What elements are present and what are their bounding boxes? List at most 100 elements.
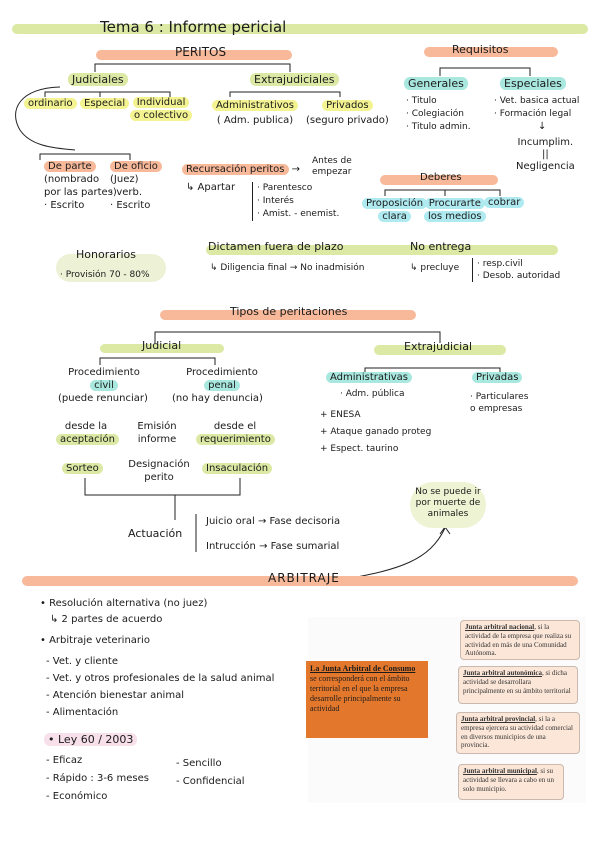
dictamen-highlight <box>206 245 558 255</box>
recusacion-item: · Amist. - enemist. <box>257 209 340 219</box>
diligencia-item: ↳ Diligencia final → No inadmisión <box>210 263 365 273</box>
antes-note: Antes de <box>312 156 352 166</box>
ley-item: - Sencillo <box>176 758 222 769</box>
no-se-puede-line: animales <box>427 509 469 519</box>
junta-autonomica-text: , si dicha actividad se desarrollara pri… <box>463 669 571 695</box>
judicial-label: Judicial <box>142 339 182 352</box>
escrito-item-1: · Escrito <box>44 200 85 211</box>
extrajudicial-highlight <box>374 345 506 355</box>
ley-item: - Confidencial <box>176 776 245 787</box>
generales-label: Generales <box>404 77 468 90</box>
arbitraje-vet-item: • Arbitraje veterinario <box>40 635 150 646</box>
junta-municipal-text: , si su actividad se llevara a cabo en u… <box>463 767 554 793</box>
title-highlight <box>12 24 588 34</box>
recusacion-item: · Interés <box>257 196 294 206</box>
designacion-label: Designación <box>128 459 190 470</box>
administrativas-label: Administrativas <box>326 372 412 383</box>
los-medios-label: los medios <box>424 211 486 222</box>
proc-penal-sub: penal <box>204 380 240 391</box>
requisitos-header: Requisitos <box>452 43 509 56</box>
enesa-item: + ENESA <box>320 410 361 420</box>
nombrado-note: (nombrado <box>44 174 100 185</box>
aceptacion-label: aceptación <box>56 434 119 445</box>
junta-municipal-box: Junta arbitral municipal, si su activida… <box>458 764 564 800</box>
junta-municipal-title: Junta arbitral municipal <box>463 767 537 775</box>
junta-main-box: La Junta Arbitral de Consumo se correspo… <box>306 661 428 738</box>
por-las-partes-note: por las partes) <box>44 187 117 198</box>
desde-la-label: desde la <box>64 421 108 432</box>
junta-main-title: La Junta Arbitral de Consumo <box>310 664 416 673</box>
requerimiento-label: requerimiento <box>196 434 275 445</box>
ley-item: - Eficaz <box>46 755 83 766</box>
junta-main-text: se corresponderá con el ámbito territori… <box>310 674 410 713</box>
negligencia-label: Negligencia <box>516 161 575 172</box>
precluye-item: ↳ precluye <box>410 263 460 273</box>
resp-civil-item: · resp.civil <box>477 259 523 269</box>
adm-publica-note: ( Adm. publica) <box>216 115 294 126</box>
proc-civil-sub: civil <box>90 380 118 391</box>
arbitraje-vet-subitem: - Alimentación <box>46 707 119 718</box>
arbitraje-header: ARBITRAJE <box>268 571 340 585</box>
escrito-item-2: · Escrito <box>110 200 151 211</box>
tipos-header: Tipos de peritaciones <box>230 305 348 318</box>
privadas-label: Privadas <box>472 372 523 383</box>
insaculacion-label: Insaculación <box>202 463 273 474</box>
procurarte-label: Procurarte <box>424 198 485 209</box>
requisitos-highlight <box>424 47 558 57</box>
emision-label: Emisión <box>137 421 177 432</box>
particulares-item: · Particulares <box>470 392 529 402</box>
requisito-general-item: · Titulo <box>406 96 437 106</box>
no-se-puede-bubble <box>410 482 486 528</box>
junta-nacional-title: Junta arbitral nacional <box>465 623 535 631</box>
privados-label: Privados <box>322 100 373 111</box>
ley-item: - Rápido : 3-6 meses <box>46 773 149 784</box>
verb-item: · verb. <box>110 187 143 198</box>
tipos-highlight <box>160 310 416 320</box>
junta-nacional-box: Junta arbitral nacional, si la actividad… <box>460 620 580 660</box>
equiv-label: || <box>542 149 549 160</box>
empezar-note: empezar <box>312 167 352 177</box>
provision-item: · Provisión 70 - 80% <box>60 270 150 280</box>
recusacion-item: · Parentesco <box>257 183 313 193</box>
proc-civil-label: Procedimiento <box>68 367 140 378</box>
juicio-oral-item: Juicio oral → Fase decisoria <box>206 516 341 527</box>
especiales-label: Especiales <box>500 77 566 90</box>
honorarios-header: Honorarios <box>76 248 137 261</box>
junta-provincial-text: , si la a empresa ejercera su actividad … <box>461 715 573 750</box>
ordinario-label: ordinario <box>24 98 77 109</box>
individual-label: Individual <box>132 97 190 108</box>
informe-label: informe <box>137 434 177 445</box>
deberes-header: Deberes <box>420 172 462 183</box>
junta-provincial-box: Junta arbitral provincial, si la a empre… <box>456 712 580 754</box>
requisito-general-item: · Colegiación <box>406 109 464 119</box>
adm-publica-item: · Adm. pública <box>340 389 405 399</box>
ataque-item: + Ataque ganado proteg <box>320 427 432 437</box>
instruccion-item: Intrucción → Fase sumarial <box>206 541 340 552</box>
deberes-highlight <box>380 175 498 185</box>
no-se-puede-line: No se puede ir <box>415 487 481 497</box>
arbitraje-highlight <box>22 576 578 586</box>
arbitraje-vet-subitem: - Vet. y otros profesionales de la salud… <box>46 673 275 684</box>
proc-penal-label: Procedimiento <box>186 367 258 378</box>
dictamen-label: Dictamen fuera de plazo <box>208 240 344 253</box>
ley-label: • Ley 60 / 2003 <box>44 733 138 746</box>
incumplim-label: Incumplim. <box>517 137 574 148</box>
empresas-item: o empresas <box>470 404 523 414</box>
partes-item: ↳ 2 partes de acuerdo <box>50 614 163 625</box>
junta-provincial-title: Junta arbitral provincial <box>461 715 536 723</box>
page-title: Tema 6 : Informe pericial <box>100 18 287 36</box>
arbitraje-vet-subitem: - Atención bienestar animal <box>46 690 184 701</box>
recusacion-label: Recursación peritos <box>182 164 289 175</box>
requisito-especial-item: · Vet. basica actual <box>494 96 580 106</box>
sorteo-label: Sorteo <box>62 463 103 474</box>
requisito-especial-item: · Formación legal <box>494 109 572 119</box>
apartar-label: ↳ Apartar <box>186 182 236 193</box>
no-se-puede-line: por muerte de <box>415 498 481 508</box>
no-entrega-label: No entrega <box>410 240 472 253</box>
extrajudicial-label: Extrajudicial <box>404 340 473 353</box>
judiciales-label: Judiciales <box>68 73 128 86</box>
colectivo-label: o colectivo <box>130 110 193 121</box>
especial-label: Especial <box>80 98 130 109</box>
peritos-highlight <box>96 50 292 60</box>
renunciar-note: (puede renunciar) <box>58 393 148 404</box>
